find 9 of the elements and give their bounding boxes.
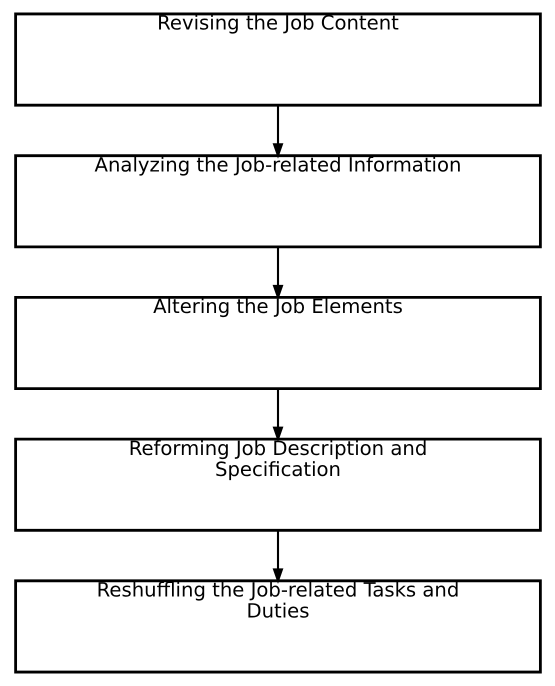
arrow — [272, 105, 283, 159]
arrow — [272, 247, 283, 300]
node-box: Revising the Job Content — [14, 12, 542, 107]
node-box: Reshuffling the Job-related Tasks and Duties — [14, 579, 542, 674]
node-box: Analyzing the Job-related Information — [14, 154, 542, 248]
node-box: Altering the Job Elements — [14, 296, 542, 390]
node-box: Reforming Job Description and Specification — [14, 438, 542, 532]
arrow — [272, 388, 283, 442]
arrow — [272, 530, 283, 584]
